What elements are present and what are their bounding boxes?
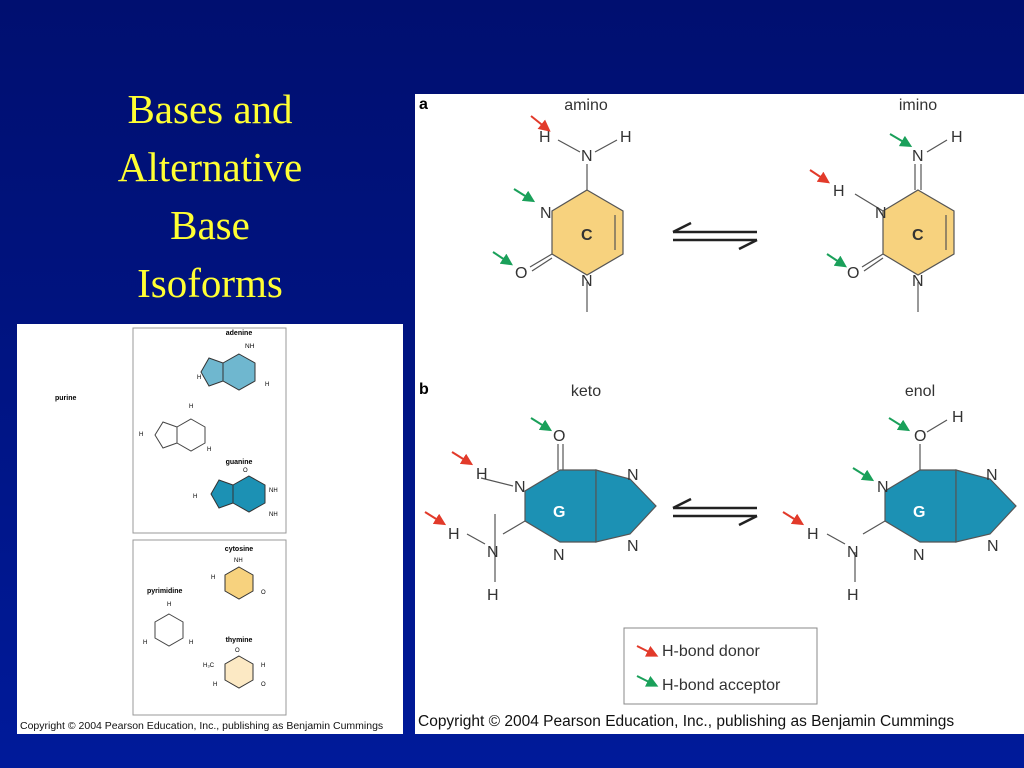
svg-text:H: H <box>207 447 211 453</box>
tautomer-diagram: a amino imino N H H N O N C <box>419 96 1017 705</box>
enol-ring-letter: G <box>913 504 925 521</box>
tautomer-figure: a amino imino N H H N O N C <box>415 94 1024 734</box>
svg-text:N: N <box>877 479 889 496</box>
pyrimidine-structure: H H H <box>143 602 193 647</box>
svg-text:H: H <box>448 526 460 543</box>
acceptor-arrow-icon <box>636 675 659 687</box>
svg-text:NH: NH <box>269 512 278 518</box>
keto-label: keto <box>571 383 601 400</box>
svg-text:H: H <box>620 129 632 146</box>
svg-text:O: O <box>243 468 248 474</box>
svg-text:N: N <box>487 544 499 561</box>
cytosine-structure: NH H O <box>211 558 266 600</box>
amino-ring-letter: C <box>581 227 593 244</box>
title-line-4: Isoforms <box>137 260 283 306</box>
equilibrium-arrow-b <box>672 497 758 527</box>
legend-acceptor: H-bond acceptor <box>662 677 781 694</box>
svg-text:NH: NH <box>269 488 278 494</box>
svg-text:NH: NH <box>245 343 255 350</box>
svg-text:N: N <box>540 205 552 222</box>
bases-diagram: adenine NH H H purine H H H guanine O NH… <box>55 327 287 716</box>
svg-text:O: O <box>235 648 240 654</box>
panel-a-letter: a <box>419 96 428 113</box>
bases-figure: adenine NH H H purine H H H guanine O NH… <box>17 324 403 734</box>
svg-text:N: N <box>912 148 924 165</box>
left-copyright: Copyright © 2004 Pearson Education, Inc.… <box>20 720 384 732</box>
svg-text:H: H <box>261 663 265 669</box>
svg-text:O: O <box>914 428 926 445</box>
legend: H-bond donor H-bond acceptor <box>623 627 818 705</box>
thymine-structure: O H₃C H O H <box>203 648 266 689</box>
thymine-label: thymine <box>226 637 253 644</box>
svg-text:H: H <box>189 640 193 646</box>
purine-label: purine <box>55 395 76 402</box>
svg-text:H: H <box>193 494 197 500</box>
svg-text:H: H <box>952 409 964 426</box>
svg-text:O: O <box>553 428 565 445</box>
pyrimidine-label: pyrimidine <box>147 588 183 595</box>
keto-ring-letter: G <box>553 504 565 521</box>
adenine-label: adenine <box>226 330 253 337</box>
title-line-3: Base <box>170 202 250 248</box>
right-copyright: Copyright © 2004 Pearson Education, Inc.… <box>418 713 955 730</box>
svg-text:N: N <box>875 205 887 222</box>
svg-text:N: N <box>847 544 859 561</box>
imino-cytosine: N H N H O N C <box>809 129 963 312</box>
keto-guanine: O H N N N N H N H G <box>424 417 657 604</box>
svg-text:H: H <box>211 575 215 581</box>
svg-text:H: H <box>167 602 171 608</box>
svg-text:H: H <box>265 382 269 388</box>
svg-text:O: O <box>515 265 527 282</box>
svg-text:H: H <box>847 587 859 604</box>
svg-text:N: N <box>627 467 639 484</box>
svg-text:H: H <box>189 404 193 410</box>
svg-text:N: N <box>987 538 999 555</box>
svg-text:O: O <box>847 265 859 282</box>
svg-text:H: H <box>807 526 819 543</box>
enol-guanine: O H N N N N H N H G <box>782 409 1017 604</box>
adenine-structure: NH H H <box>197 343 269 391</box>
svg-text:H: H <box>539 129 551 146</box>
guanine-label: guanine <box>226 459 253 466</box>
title-line-1: Bases and <box>127 86 293 132</box>
panel-b-letter: b <box>419 381 429 398</box>
legend-donor: H-bond donor <box>662 643 761 660</box>
svg-text:H: H <box>487 587 499 604</box>
svg-text:O: O <box>261 590 266 596</box>
svg-text:H: H <box>139 432 143 438</box>
svg-text:N: N <box>913 547 925 564</box>
svg-text:H: H <box>476 466 488 483</box>
svg-text:N: N <box>514 479 526 496</box>
amino-cytosine: N H H N O N C <box>492 115 632 312</box>
svg-text:H: H <box>197 375 201 381</box>
svg-text:N: N <box>581 148 593 165</box>
svg-text:N: N <box>627 538 639 555</box>
title-line-2: Alternative <box>117 144 303 190</box>
svg-text:O: O <box>261 682 266 688</box>
svg-text:H: H <box>143 640 147 646</box>
amino-label: amino <box>564 97 608 114</box>
svg-text:N: N <box>912 273 924 290</box>
equilibrium-arrow-a <box>672 221 758 251</box>
slide-title: Bases and Alternative Base Isoforms <box>60 80 360 312</box>
svg-text:N: N <box>553 547 565 564</box>
svg-text:H: H <box>213 682 217 688</box>
svg-text:H: H <box>833 183 845 200</box>
svg-text:H₃C: H₃C <box>203 663 215 669</box>
enol-label: enol <box>905 383 935 400</box>
imino-ring-letter: C <box>912 227 924 244</box>
purine-structure: H H H <box>139 404 211 453</box>
svg-text:H: H <box>951 129 963 146</box>
svg-text:NH: NH <box>234 558 243 564</box>
guanine-structure: O NH NH H <box>193 468 278 518</box>
svg-text:N: N <box>581 273 593 290</box>
imino-label: imino <box>899 97 937 114</box>
donor-arrow-icon <box>636 645 659 657</box>
cytosine-label: cytosine <box>225 546 254 553</box>
svg-text:N: N <box>986 467 998 484</box>
